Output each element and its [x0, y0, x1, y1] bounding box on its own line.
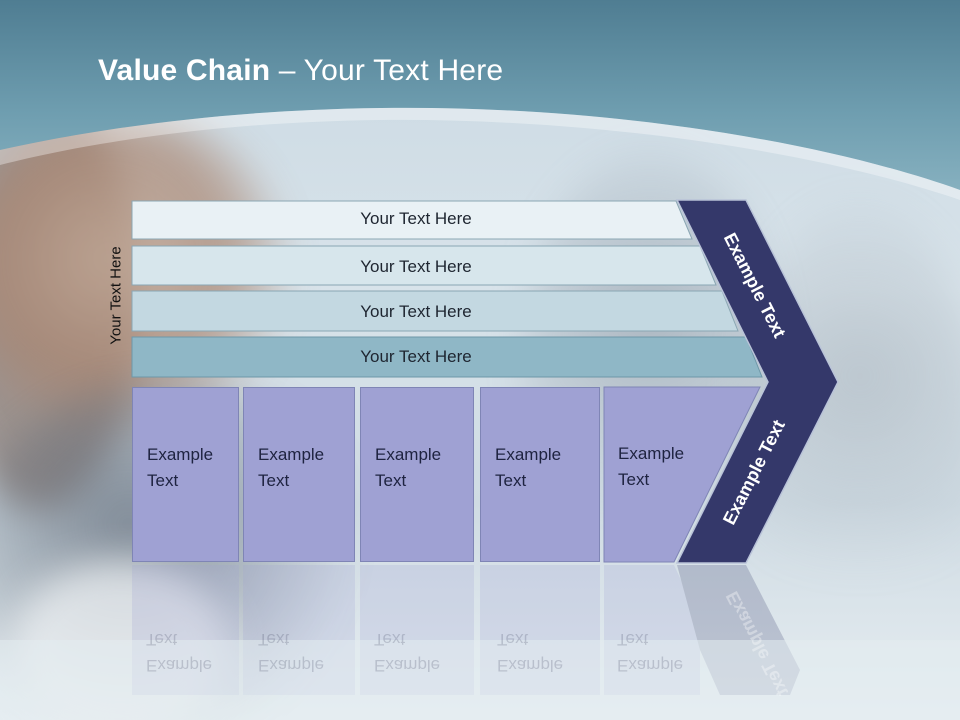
row-bar-2	[131, 245, 717, 286]
row-bar-4	[131, 336, 763, 378]
box-4-line2: Text	[495, 471, 527, 490]
box-3-line2: Text	[375, 471, 407, 490]
slide-title: Value Chain – Your Text Here	[98, 54, 503, 88]
row-label-2: Your Text Here	[360, 257, 472, 276]
row-label-3: Your Text Here	[360, 302, 472, 321]
box-4-line1: Example	[495, 445, 562, 464]
slide-title-bold: Value Chain	[98, 54, 271, 87]
row-label-1: Your Text Here	[360, 209, 472, 228]
header-band	[0, 0, 960, 200]
box-1-line1: Example	[147, 445, 214, 464]
slide-title-rest: – Your Text Here	[270, 54, 504, 87]
box-2-line2: Text	[258, 471, 290, 490]
row-label-4: Your Text Here	[360, 347, 472, 366]
chevron-arrow	[675, 199, 839, 564]
row-bar-1	[131, 200, 693, 240]
row-bar-3	[131, 290, 739, 332]
box-5-line2: Text	[618, 470, 650, 489]
box-2-line1: Example	[258, 445, 325, 464]
side-label: Your Text Here	[107, 246, 125, 345]
box-5-line1: Example	[618, 444, 685, 463]
box-5-shape	[603, 386, 761, 563]
box-1-line2: Text	[147, 471, 179, 490]
box-3-line1: Example	[375, 445, 442, 464]
